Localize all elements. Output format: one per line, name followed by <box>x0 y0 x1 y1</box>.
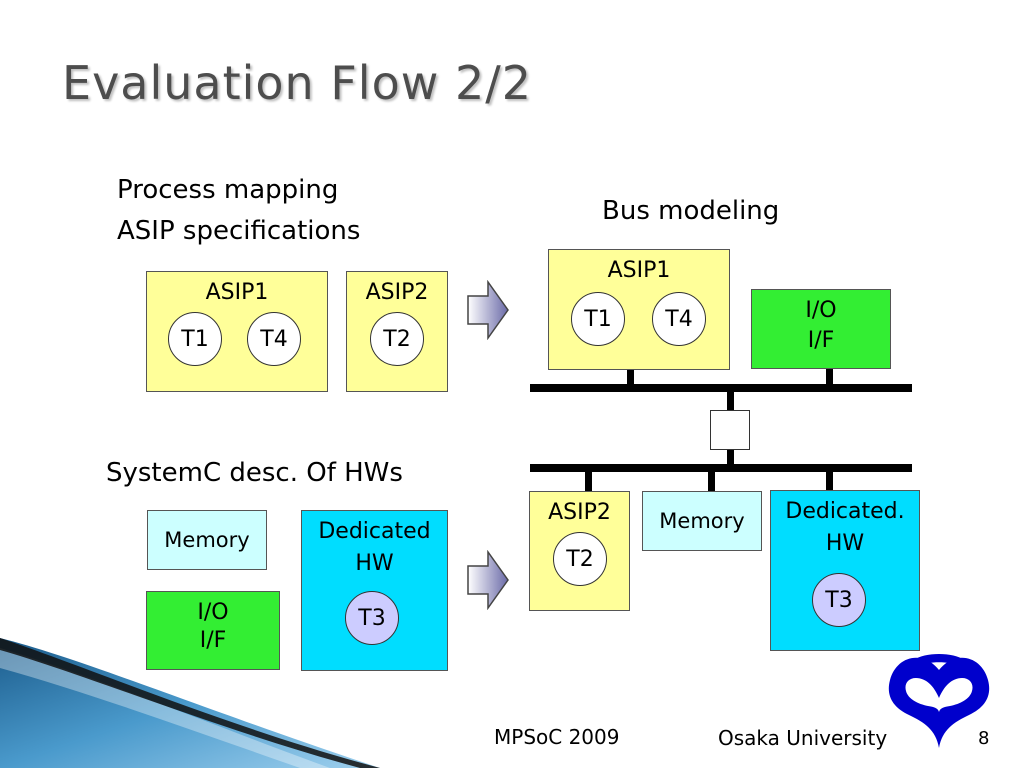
asip1-box-right: ASIP1 T1 T4 <box>548 249 730 370</box>
decorative-wave <box>0 638 380 768</box>
io-line2: I/F <box>807 328 835 353</box>
dedicated-hw-box-left: Dedicated HW T3 <box>301 510 448 671</box>
io-box-left: I/O I/F <box>146 591 280 670</box>
task-t3: T3 <box>812 573 866 627</box>
footer-conference: MPSoC 2009 <box>494 725 620 749</box>
bus-connector <box>585 470 592 492</box>
bus-connector <box>826 470 833 490</box>
memory-box-left: Memory <box>147 510 267 570</box>
task-t2: T2 <box>553 532 607 586</box>
bus-bridge <box>710 410 750 450</box>
io-line2: I/F <box>199 628 227 653</box>
page-number: 8 <box>978 728 990 749</box>
asip2-title: ASIP2 <box>548 500 611 525</box>
process-mapping-label: Process mapping <box>117 175 339 205</box>
asip-spec-label: ASIP specifications <box>117 216 361 246</box>
asip2-box-left: ASIP2 T2 <box>346 271 448 392</box>
io-line1: I/O <box>197 600 229 625</box>
bus-connector <box>727 450 734 468</box>
dedicated-line2: HW <box>355 551 394 576</box>
footer-university: Osaka University <box>718 726 888 750</box>
bus-connector <box>826 369 833 386</box>
asip1-title: ASIP1 <box>205 280 269 305</box>
task-t2: T2 <box>370 312 424 366</box>
osaka-university-logo-icon <box>888 654 990 748</box>
dedicated-line1: Dedicated <box>318 519 431 544</box>
asip2-box-right: ASIP2 T2 <box>529 491 630 611</box>
memory-box-right: Memory <box>642 491 762 551</box>
lower-bus <box>530 464 912 472</box>
bus-connector <box>627 370 634 386</box>
upper-bus <box>530 384 912 392</box>
bus-modeling-label: Bus modeling <box>602 196 780 226</box>
dedicated-line1: Dedicated. <box>785 499 905 524</box>
right-arrow-icon <box>467 550 509 610</box>
io-box-right: I/O I/F <box>751 289 891 369</box>
systemc-label: SystemC desc. Of HWs <box>106 458 403 488</box>
slide-title: Evaluation Flow 2/2 <box>62 56 532 110</box>
bus-connector <box>708 470 715 492</box>
asip1-box-left: ASIP1 T1 T4 <box>146 271 328 392</box>
task-t1: T1 <box>571 292 625 346</box>
bus-connector <box>727 390 734 410</box>
task-t4: T4 <box>652 292 706 346</box>
asip2-title: ASIP2 <box>365 280 429 305</box>
io-line1: I/O <box>805 298 837 323</box>
dedicated-line2: HW <box>825 531 865 556</box>
task-t1: T1 <box>168 312 222 366</box>
asip1-title: ASIP1 <box>607 258 671 283</box>
task-t4: T4 <box>247 312 301 366</box>
dedicated-hw-box-right: Dedicated. HW T3 <box>770 490 920 651</box>
task-t3: T3 <box>345 591 399 645</box>
right-arrow-icon <box>467 280 509 340</box>
